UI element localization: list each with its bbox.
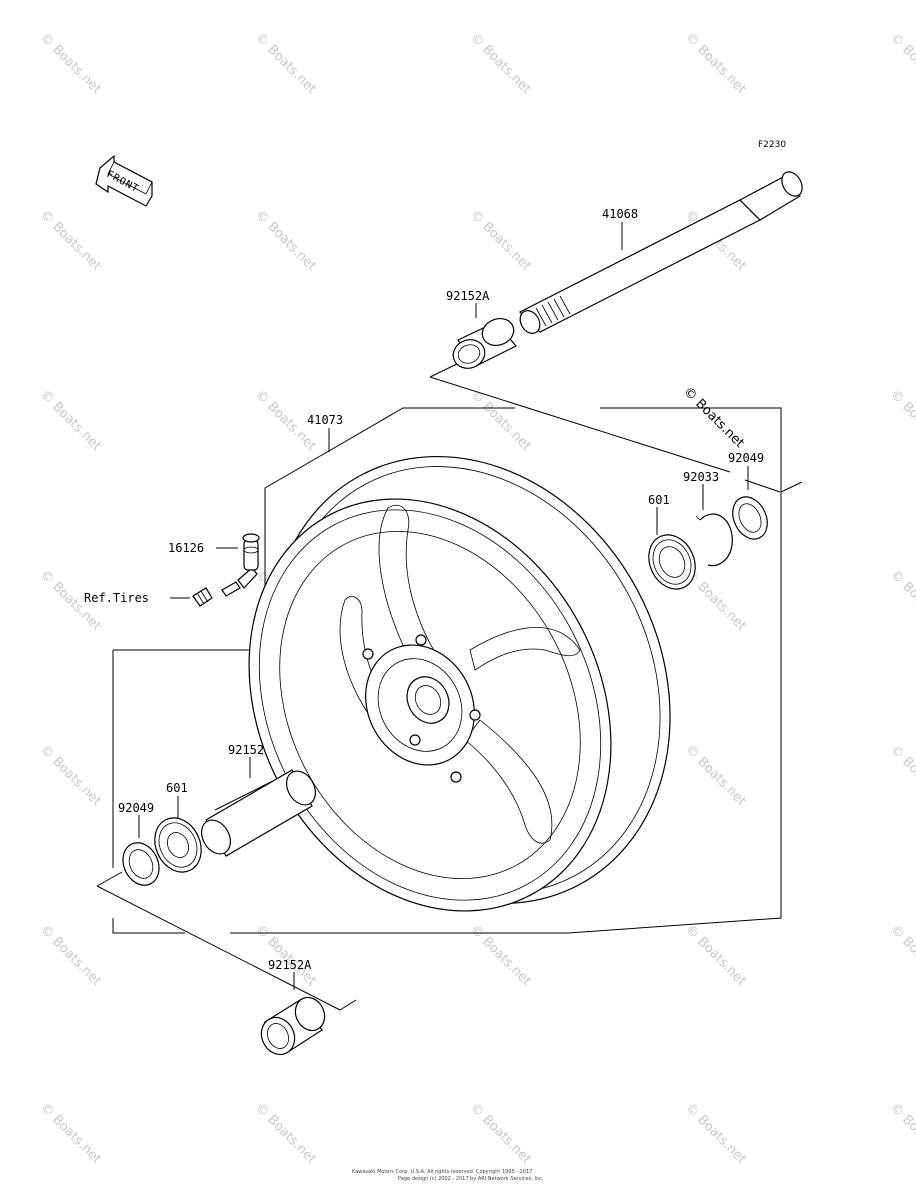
watermark: © Boats.net xyxy=(252,207,319,274)
watermark: © Boats.net xyxy=(252,30,319,97)
footer-copyright: Kawasaki Motors Corp. U.S.A. All rights … xyxy=(352,1169,532,1175)
label-wheel: 41073 xyxy=(307,413,343,427)
valve[interactable] xyxy=(221,533,260,597)
watermark: © Boats.net xyxy=(682,922,749,989)
label-bearing-left: 601 xyxy=(166,781,188,795)
watermark-dark: © Boats.net xyxy=(680,384,747,451)
watermark: © Boats.net xyxy=(37,387,104,454)
watermark: © Boats.net xyxy=(37,742,104,809)
watermark: © Boats.net xyxy=(37,207,104,274)
label-valve: 16126 xyxy=(168,541,204,555)
watermark: © Boats.net xyxy=(682,742,749,809)
axle[interactable] xyxy=(516,168,806,337)
watermark: © Boats.net xyxy=(887,387,916,454)
spacer[interactable] xyxy=(196,766,322,859)
collar-top[interactable] xyxy=(449,314,517,372)
watermark: © Boats.net xyxy=(37,30,104,97)
label-seal-left: 92049 xyxy=(118,801,154,815)
label-circlip: 92033 xyxy=(683,470,719,484)
label-spacer: 92152 xyxy=(228,743,264,757)
watermark: © Boats.net xyxy=(467,207,534,274)
watermark: © Boats.net xyxy=(887,567,916,634)
label-collar-bottom: 92152A xyxy=(268,958,312,972)
watermark: © Boats.net xyxy=(252,922,319,989)
label-bearing-right: 601 xyxy=(648,493,670,507)
collar-bottom[interactable] xyxy=(255,993,329,1060)
watermark: © Boats.net xyxy=(887,922,916,989)
seal-left[interactable] xyxy=(116,837,165,891)
bearing-left[interactable] xyxy=(146,810,210,879)
label-seal-right: 92049 xyxy=(728,451,764,465)
label-ref-tires: Ref.Tires xyxy=(84,591,149,605)
watermark: © Boats.net xyxy=(467,922,534,989)
ref-tires-part[interactable] xyxy=(192,587,213,607)
watermark: © Boats.net xyxy=(37,1100,104,1167)
watermark: © Boats.net xyxy=(887,30,916,97)
watermark: © Boats.net xyxy=(887,742,916,809)
circlip[interactable] xyxy=(695,513,733,567)
watermark: © Boats.net xyxy=(467,1100,534,1167)
label-axle: 41068 xyxy=(602,207,638,221)
footer-design: Page design (c) 2002 - 2017 by ARI Netwo… xyxy=(398,1176,544,1182)
watermark: © Boats.net xyxy=(887,1100,916,1167)
bearing-right[interactable] xyxy=(640,527,704,596)
watermark: © Boats.net xyxy=(467,387,534,454)
watermark: © Boats.net xyxy=(467,30,534,97)
wheel[interactable] xyxy=(179,386,747,975)
figure-code: F2230 xyxy=(758,140,786,150)
watermark: © Boats.net xyxy=(252,1100,319,1167)
seal-right[interactable] xyxy=(726,491,774,544)
watermark: © Boats.net xyxy=(682,30,749,97)
front-arrow-icon: FRONT xyxy=(95,154,153,207)
label-collar-top: 92152A xyxy=(446,289,490,303)
watermark: © Boats.net xyxy=(37,922,104,989)
watermark: © Boats.net xyxy=(682,1100,749,1167)
